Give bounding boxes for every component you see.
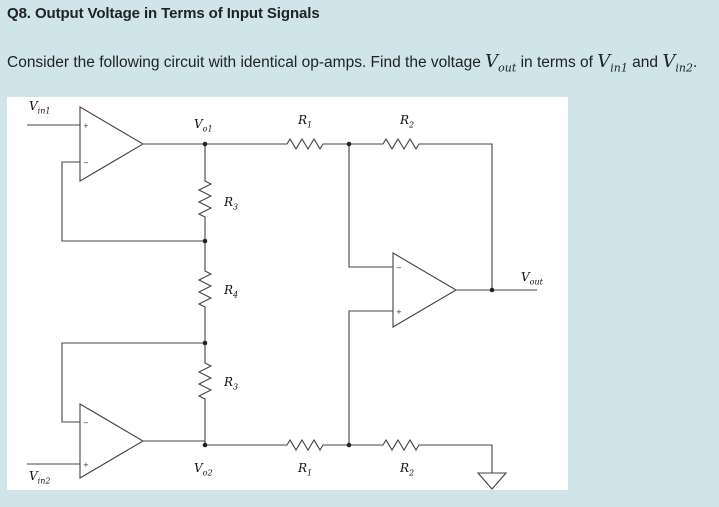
label-r4: R4 — [224, 283, 239, 300]
label-r3-bottom: R3 — [224, 375, 239, 392]
opamp1-plus-sign: + — [83, 122, 89, 130]
opamp2-minus-sign: − — [83, 419, 89, 427]
circuit-schematic: + − − + − + — [27, 106, 537, 490]
ground-icon — [476, 472, 508, 490]
junction-dot — [202, 340, 208, 346]
label-r2-bottom: R2 — [400, 461, 415, 478]
wire-opamp3-plus — [348, 310, 393, 445]
wire-opamp2-feedback — [61, 342, 205, 423]
wire-feedback-r2 — [423, 143, 493, 290]
wire-to-ground — [423, 444, 493, 473]
junction-dot — [202, 238, 208, 244]
junction-dot — [346, 442, 352, 448]
resistor-r3-top — [197, 177, 213, 221]
resistor-r1-top — [283, 137, 327, 151]
resistor-r1-bottom — [283, 438, 327, 452]
question-text-part: Consider the following circuit with iden… — [7, 54, 486, 71]
junction-dot — [202, 442, 208, 448]
label-vin2: Vin2 — [29, 469, 51, 486]
label-r1-top: R1 — [298, 113, 313, 130]
label-r3-top: R3 — [224, 195, 239, 212]
question-text-part: and — [627, 54, 663, 71]
resistor-r4 — [197, 267, 213, 311]
label-r1-bottom: R1 — [298, 461, 313, 478]
opamp-2 — [79, 403, 145, 479]
resistor-r3-bottom — [197, 359, 213, 403]
vin1-symbol: Vin1 — [597, 51, 628, 75]
junction-dot — [346, 141, 352, 147]
resistor-r2-bottom — [379, 438, 423, 452]
label-vout: Vout — [521, 270, 543, 287]
label-r2-top: R2 — [400, 113, 415, 130]
junction-dot — [489, 287, 495, 293]
wire-opamp3-minus — [348, 144, 393, 268]
vin2-symbol: Vin2 — [662, 51, 693, 75]
resistor-r2-top — [379, 137, 423, 151]
junction-dot — [202, 141, 208, 147]
circuit-diagram: + − − + − + Vin1 Vo1 R1 R2 R3 R4 R3 Vout… — [7, 97, 568, 490]
vout-symbol: Vout — [485, 51, 517, 75]
opamp3-minus-sign: − — [396, 264, 402, 272]
question-text-part: in terms of — [516, 54, 598, 71]
label-vo2: Vo2 — [194, 461, 213, 478]
question-title: Q8. Output Voltage in Terms of Input Sig… — [7, 5, 320, 22]
label-vo1: Vo1 — [194, 117, 213, 134]
wire-opamp1-feedback — [61, 161, 205, 242]
opamp-3 — [392, 252, 458, 328]
opamp2-plus-sign: + — [83, 461, 89, 469]
opamp3-plus-sign: + — [396, 308, 402, 316]
question-text: Consider the following circuit with iden… — [7, 51, 698, 75]
label-vin1: Vin1 — [29, 99, 51, 116]
opamp1-minus-sign: − — [83, 159, 89, 167]
opamp-1 — [79, 106, 145, 182]
